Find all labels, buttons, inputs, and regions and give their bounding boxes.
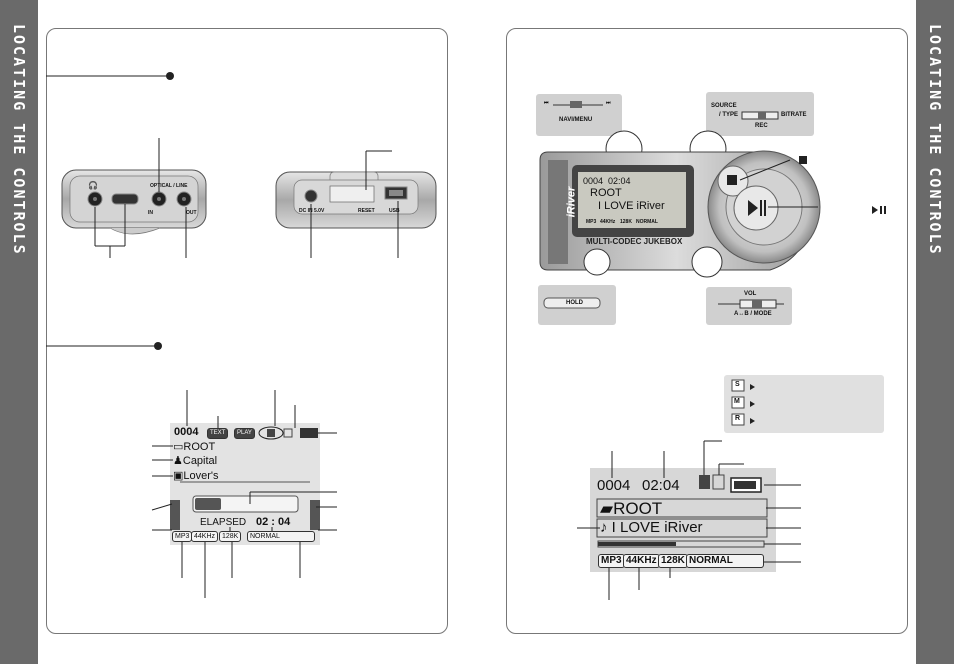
left-panel — [46, 28, 448, 634]
artist-icon: ♟ — [173, 455, 183, 467]
lcd-sample-rate-badge: 44KHz — [191, 531, 219, 542]
vol-label: VOL — [744, 291, 757, 297]
music-note-icon: ♪ — [600, 519, 608, 536]
device-screen-sample-rate: 44KHz — [600, 219, 616, 225]
big-lcd-format: MP3 — [598, 554, 625, 568]
lcd-bitrate-badge: 128K — [219, 531, 242, 542]
optical-line-label: OPTICAL / LINE — [150, 183, 188, 189]
right-side-tab: LOCATING THE CONTROLS — [916, 0, 954, 664]
folder-icon: ▰ — [600, 499, 614, 518]
type-label: / TYPE — [719, 112, 739, 118]
big-lcd-song: I LOVE iRiver — [611, 519, 703, 536]
navi-menu-label: NAVI/MENU — [559, 117, 593, 123]
big-lcd-track: 0004 — [597, 477, 631, 494]
device-screen-eq: NORMAL — [636, 219, 658, 225]
lcd-format-badge: MP3 — [172, 531, 193, 542]
lcd-title-row: ▣Lover's — [173, 469, 219, 482]
device-model: MULTI-CODEC JUKEBOX — [586, 237, 683, 246]
next-icon: ⏭ — [606, 100, 611, 106]
device-screen-bitrate: 128K — [620, 219, 632, 225]
left-side-tab: LOCATING THE CONTROLS — [0, 0, 38, 664]
headphone-icon: 🎧 — [88, 181, 98, 190]
out-label: OUT — [186, 210, 197, 216]
device-screen-song: I LOVE iRiver — [598, 200, 665, 212]
device-brand: iRiver — [565, 186, 578, 218]
folder-icon: ▭ — [173, 441, 184, 453]
in-label: IN — [148, 210, 153, 216]
device-screen-format: MP3 — [586, 219, 597, 225]
lcd-title-name: Lover's — [183, 470, 219, 482]
lock-legend-r: R — [735, 415, 741, 422]
lcd-play-badge: PLAY — [234, 428, 255, 439]
big-lcd-time: 02:04 — [642, 477, 680, 494]
big-lcd-sample-rate: 44KHz — [623, 554, 660, 568]
lcd-artist-row: ♟Capital — [173, 454, 217, 467]
right-side-tab-label: LOCATING THE CONTROLS — [926, 24, 944, 256]
usb-label: USB — [389, 208, 400, 214]
dc-in-label: DC IN 5.0V — [299, 208, 325, 214]
lock-legend-s: S — [735, 381, 740, 388]
left-side-tab-label: LOCATING THE CONTROLS — [10, 24, 28, 256]
lcd-text-badge: TEXT — [207, 428, 229, 439]
reset-label: RESET — [358, 208, 375, 214]
device-screen-track: 0004 — [583, 176, 604, 186]
source-label: SOURCE — [711, 103, 737, 109]
big-lcd-folder-row: ▰ROOT — [600, 499, 662, 519]
big-lcd-eq: NORMAL — [686, 554, 764, 568]
title-icon: ▣ — [173, 470, 184, 482]
lcd-elapsed-time: 02 : 04 — [256, 516, 291, 528]
lcd-artist-name: Capital — [182, 455, 218, 467]
lcd-elapsed-label: ELAPSED — [200, 517, 247, 528]
rec-label: REC — [755, 123, 768, 129]
hold-label: HOLD — [566, 300, 583, 306]
prev-icon: ⏮ — [544, 100, 549, 106]
big-lcd-song-row: ♪ I LOVE iRiver — [600, 519, 703, 536]
big-lcd-bitrate: 128K — [658, 554, 688, 568]
lcd-eq-badge: NORMAL — [247, 531, 315, 542]
device-screen-time: 02:04 — [608, 176, 631, 186]
device-screen-folder: ROOT — [590, 187, 622, 199]
big-lcd-folder: ROOT — [613, 499, 663, 518]
lock-legend-m: M — [734, 398, 740, 405]
lcd-folder-name: ROOT — [183, 441, 216, 453]
lcd-folder-row: ▭ROOT — [173, 440, 215, 453]
bitrate-label: BITRATE — [781, 112, 807, 118]
mode-label: A↔B / MODE — [734, 311, 772, 317]
lcd-track-number: 0004 — [174, 426, 199, 438]
